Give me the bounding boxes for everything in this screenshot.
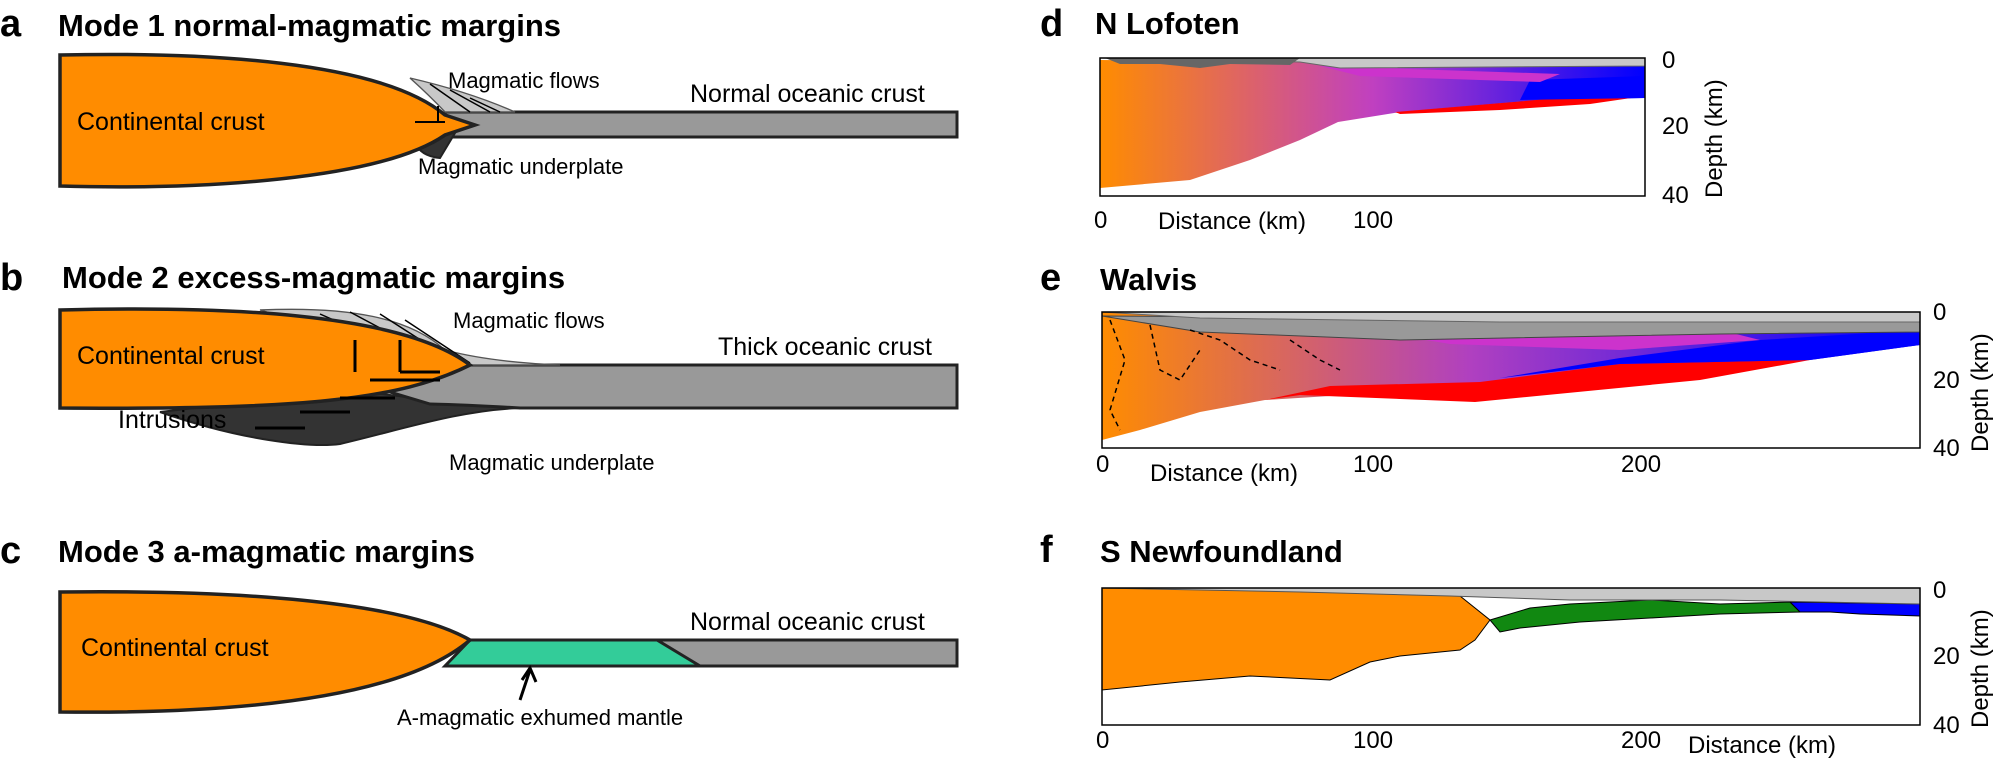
panel-c: c Mode 3 a-magmatic margins Continental … [0, 530, 959, 730]
y-tick-0: 0 [1933, 577, 1946, 604]
x-axis-label: Distance (km) [1688, 732, 1836, 759]
y-axis-label: Depth (km) [1967, 609, 1994, 728]
intrusion-marks [415, 106, 445, 123]
panel-a-letter: a [0, 3, 22, 45]
x-tick-200: 200 [1621, 727, 1661, 754]
high-velocity-body [1265, 360, 1810, 402]
sdr-body [1320, 66, 1560, 82]
label-flows-b: Magmatic flows [453, 308, 605, 333]
oceanic-crust-shape [443, 110, 959, 139]
x-tick-0: 0 [1096, 727, 1109, 754]
panel-f: f S Newfoundland 0 100 200 Distance (km)… [1040, 529, 1994, 759]
label-oceanic-b: Thick oceanic crust [718, 333, 932, 361]
continental-crust-shape [58, 307, 474, 410]
y-axis-label: Depth (km) [1967, 333, 1994, 452]
flow-layer-lines [429, 83, 501, 113]
label-continental-b: Continental crust [77, 342, 265, 370]
panel-d-title: N Lofoten [1095, 6, 1240, 41]
y-tick-20: 20 [1662, 113, 1689, 140]
panel-e: e Walvis 0 100 200 Distance (km) 0 20 40… [1040, 257, 1994, 487]
model-crust-shape [1102, 312, 1920, 440]
y-tick-40: 40 [1933, 712, 1960, 739]
label-oceanic-a: Normal oceanic crust [690, 80, 925, 108]
panel-e-title: Walvis [1100, 262, 1197, 297]
exhumed-mantle-body [1489, 599, 1802, 633]
x-tick-200: 200 [1621, 451, 1661, 478]
label-mantle-c: A-magmatic exhumed mantle [397, 705, 683, 730]
panel-b: b Mode 2 excess-magmatic margins Contine… [0, 257, 959, 475]
panel-c-letter: c [0, 530, 21, 572]
arrow-icon [518, 664, 538, 701]
panel-d: d N Lofoten 0 100 Distance (km) 0 20 40 … [1040, 3, 1728, 235]
x-axis-label: Distance (km) [1150, 460, 1298, 487]
label-oceanic-c: Normal oceanic crust [690, 608, 925, 636]
exhumed-mantle-shape [441, 638, 706, 668]
x-tick-0: 0 [1094, 207, 1107, 234]
x-tick-100: 100 [1353, 451, 1393, 478]
label-flows-a: Magmatic flows [448, 68, 600, 93]
label-underplate-b: Magmatic underplate [449, 450, 654, 475]
y-tick-20: 20 [1933, 643, 1960, 670]
label-continental-c: Continental crust [81, 634, 269, 662]
oceanic-body [1500, 330, 1920, 378]
panel-f-letter: f [1040, 529, 1053, 571]
panel-a: a Mode 1 normal-magmatic margins Contine… [0, 3, 959, 189]
panel-e-frame [1101, 311, 1921, 449]
panel-d-letter: d [1040, 3, 1063, 45]
flows-shape [409, 77, 516, 113]
y-tick-0: 0 [1662, 47, 1675, 74]
continental-crust-shape [58, 52, 481, 189]
panel-e-letter: e [1040, 257, 1061, 299]
intrusion-marks [255, 340, 440, 430]
y-tick-0: 0 [1933, 299, 1946, 326]
y-tick-40: 40 [1662, 182, 1689, 209]
label-underplate-a: Magmatic underplate [418, 154, 623, 179]
label-continental-a: Continental crust [77, 108, 265, 136]
y-tick-40: 40 [1933, 435, 1960, 462]
sediment-dark-body [1105, 58, 1300, 68]
x-tick-100: 100 [1353, 727, 1393, 754]
x-axis-label: Distance (km) [1158, 208, 1306, 235]
y-tick-20: 20 [1933, 367, 1960, 394]
panel-d-frame [1099, 57, 1646, 197]
panel-a-title: Mode 1 normal-magmatic margins [58, 8, 561, 43]
fault-lines [1109, 319, 1341, 431]
x-tick-100: 100 [1353, 207, 1393, 234]
model-crust-shape [1100, 60, 1645, 188]
label-intrusions-b: Intrusions [118, 406, 226, 434]
y-axis-label: Depth (km) [1701, 79, 1728, 198]
panel-f-title: S Newfoundland [1100, 534, 1343, 569]
panel-f-frame [1101, 587, 1921, 726]
panel-b-title: Mode 2 excess-magmatic margins [62, 260, 565, 295]
thick-oceanic-shape [385, 363, 959, 410]
continental-crust-shape [58, 590, 474, 714]
high-velocity-body [1395, 96, 1645, 114]
panel-c-title: Mode 3 a-magmatic margins [58, 534, 475, 569]
panel-b-letter: b [0, 257, 23, 299]
model-crust-shape [1101, 587, 1491, 691]
oceanic-body [1520, 76, 1645, 100]
oceanic-crust-shape [648, 638, 959, 668]
x-tick-0: 0 [1096, 451, 1109, 478]
